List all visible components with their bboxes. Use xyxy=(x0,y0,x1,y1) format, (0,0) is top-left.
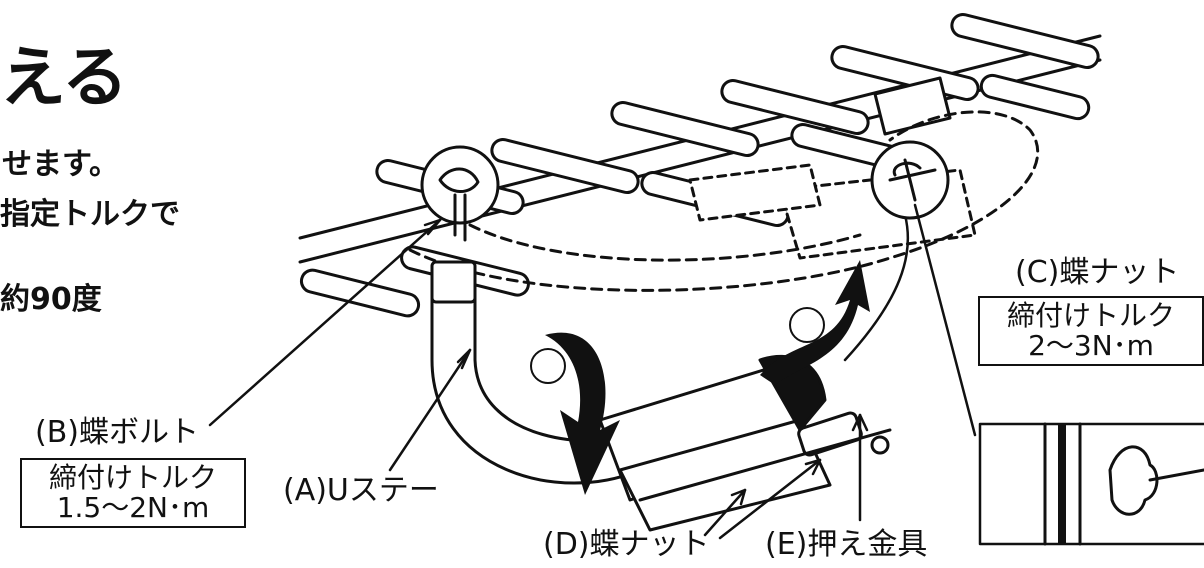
instruction-line-2: 指定トルクで xyxy=(0,197,180,232)
c-nut-label: (C)蝶ナット xyxy=(1015,255,1180,290)
a-ustay-label: (A)Uステー xyxy=(283,473,439,508)
instruction-line-3: 約90度 xyxy=(0,282,102,317)
step-3-circle xyxy=(789,307,825,343)
step-3-label: ③ xyxy=(790,308,820,342)
instruction-line-1: せます。 xyxy=(2,147,119,182)
b-torque-value: 1.5～2N･m xyxy=(56,491,210,525)
b-bolt-label: (B)蝶ボルト xyxy=(35,415,199,450)
b-torque-box: 締付けトルク 1.5～2N･m xyxy=(20,458,246,529)
e-clamp-label: (E)押え金具 xyxy=(765,527,928,562)
rotation-arrow-1 xyxy=(545,332,620,495)
rotation-path-dashed-inner xyxy=(468,223,862,262)
wingbolt-b-stem xyxy=(453,193,467,242)
b-torque-title: 締付けトルク xyxy=(48,461,217,494)
wingbolt-b xyxy=(438,167,480,193)
c-torque-value: 2～3N･m xyxy=(1028,329,1154,363)
rotation-path-dashed xyxy=(408,110,1040,292)
step-1-label: ① xyxy=(531,349,561,383)
zoom-circle-b xyxy=(420,145,500,225)
c-torque-title: 締付けトルク xyxy=(1006,299,1175,332)
step-1-circle xyxy=(530,348,566,384)
rotation-curve-3 xyxy=(843,213,910,362)
d-nut-label: (D)蝶ナット xyxy=(543,527,710,562)
c-torque-box: 締付けトルク 2～3N･m xyxy=(978,296,1204,367)
antenna-boom xyxy=(298,34,1102,264)
section-heading: える xyxy=(0,39,128,116)
detail-inset-c xyxy=(978,422,1204,546)
rotation-arrow-3 xyxy=(760,260,870,385)
mast-pipe xyxy=(638,428,892,502)
wingnut-c xyxy=(888,158,937,202)
leader-lines xyxy=(208,203,977,540)
antenna-elements xyxy=(299,13,1100,318)
